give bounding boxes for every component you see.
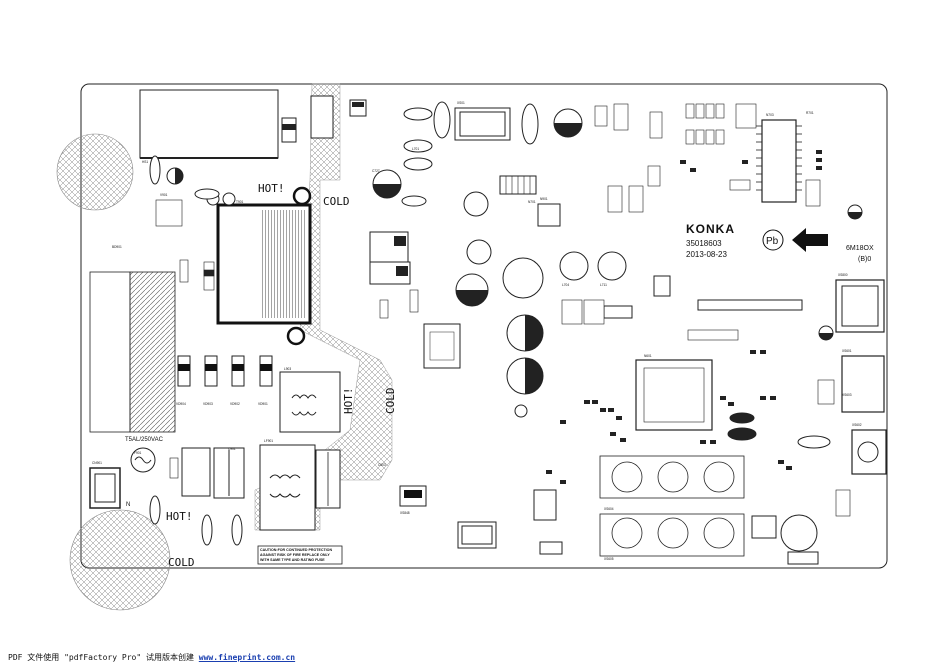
svg-text:BD901: BD901 (112, 245, 122, 249)
svg-text:T901: T901 (236, 200, 243, 204)
hot-label-bottom: HOT! (166, 510, 193, 523)
cold-label-top: COLD (323, 195, 350, 208)
brand-logo: KONKA (686, 222, 735, 236)
heatsink-hs1 (139, 89, 279, 159)
svg-text:XS602: XS602 (852, 423, 862, 427)
svg-text:V901: V901 (160, 193, 168, 197)
svg-text:N703: N703 (766, 113, 774, 117)
svg-text:XS848: XS848 (400, 511, 410, 515)
svg-text:XS605: XS605 (604, 557, 614, 561)
hot-cold-marker-bottom (286, 326, 306, 346)
svg-text:VD901: VD901 (258, 402, 268, 406)
svg-text:N601: N601 (644, 354, 652, 358)
svg-text:C727: C727 (372, 169, 380, 173)
svg-text:XS01: XS01 (457, 101, 465, 105)
svg-text:L704: L704 (562, 283, 569, 287)
rectifier-block (89, 271, 131, 433)
svg-text:XS800: XS800 (838, 273, 848, 277)
hot-label-mid: HOT! (342, 388, 355, 415)
pb-lead-free-mark (762, 229, 784, 251)
crystal-oscillator (727, 427, 757, 441)
svg-text:AGAINST RISK OF FIRE REPLACE O: AGAINST RISK OF FIRE REPLACE ONLY (260, 553, 330, 557)
hot-label-top: HOT! (258, 182, 285, 195)
part-number: 35018603 (686, 239, 722, 248)
svg-text:VD903: VD903 (203, 402, 213, 406)
footer-link[interactable]: www.fineprint.com.cn (198, 653, 296, 662)
svg-text:C901: C901 (228, 447, 236, 451)
svg-text:WITH SAME TYPE AND RATING FUSE: WITH SAME TYPE AND RATING FUSE (260, 558, 325, 562)
svg-text:XS603: XS603 (842, 393, 852, 397)
svg-text:VD902: VD902 (230, 402, 240, 406)
common-mode-choke (259, 444, 316, 531)
heatsink-ref: HS1 (142, 160, 148, 164)
svg-text:L701: L701 (412, 147, 419, 151)
connector-xs601 (841, 355, 885, 413)
svg-text:C903: C903 (378, 463, 386, 467)
mounting-hole-bottom-left (69, 509, 171, 611)
caution-box (257, 545, 343, 565)
hot-cold-marker-top (292, 186, 312, 206)
svg-text:VD904: VD904 (176, 402, 186, 406)
date-code: 2013-08-23 (686, 250, 727, 259)
svg-text:N701: N701 (528, 200, 536, 204)
orientation-arrow (792, 228, 828, 252)
header-strip (697, 299, 803, 311)
svg-text:LF901: LF901 (264, 439, 273, 443)
mounting-hole-top-left (56, 133, 134, 211)
svg-text:L903: L903 (284, 367, 291, 371)
svg-text:XS601: XS601 (842, 349, 852, 353)
ic-n701 (537, 203, 561, 227)
svg-text:L711: L711 (600, 283, 607, 287)
line-filter-l903 (279, 371, 341, 433)
svg-text:R701: R701 (806, 111, 814, 115)
neutral-mark: N (126, 502, 130, 508)
ic-n703 (761, 119, 797, 203)
svg-text:Pb: Pb (766, 236, 779, 247)
bridge-diodes: VD904 VD903 VD902 VD901 (176, 355, 273, 406)
model-number: 6M18OX (846, 245, 874, 252)
footer-text: PDF 文件使用 "pdfFactory Pro" 试用版本创建 (8, 653, 194, 662)
cold-label-bottom: COLD (168, 556, 195, 569)
fuse-rating: T5AL/250VAC (125, 437, 164, 443)
svg-text:CAUTION:FOR CONTINUED PROTECTI: CAUTION:FOR CONTINUED PROTECTION (260, 548, 332, 552)
cold-label-mid: COLD (384, 388, 397, 415)
svg-text:N901: N901 (540, 197, 548, 201)
svg-text:CN901: CN901 (92, 461, 102, 465)
pdf-footer: PDF 文件使用 "pdfFactory Pro" 试用版本创建 www.fin… (8, 652, 295, 663)
board-revision: (B)0 (858, 256, 871, 263)
svg-text:F901: F901 (134, 451, 141, 455)
svg-text:XS604: XS604 (604, 507, 614, 511)
